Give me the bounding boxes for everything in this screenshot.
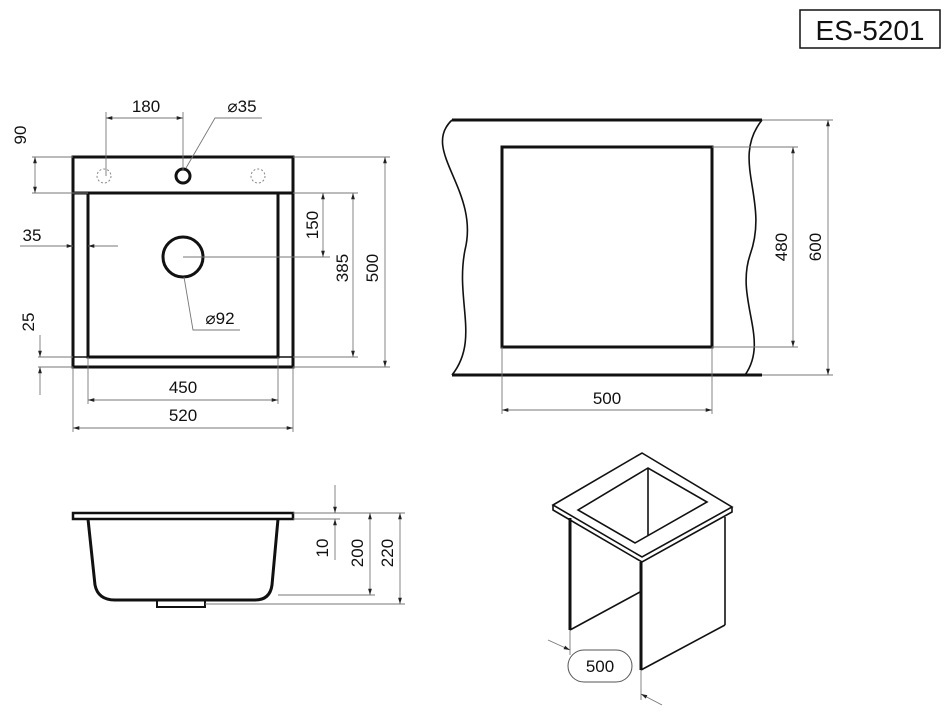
- dim-overall-width: 520: [169, 406, 197, 425]
- dim-rim-thickness: 10: [313, 539, 332, 558]
- sink-outline: [71, 155, 295, 369]
- dim-total-depth: 220: [378, 539, 397, 567]
- cutout-outline: [500, 145, 714, 349]
- dim-overall-length: 500: [363, 254, 382, 282]
- dim-counter-depth: 600: [806, 233, 825, 261]
- dim-drain-offset: 150: [303, 211, 322, 239]
- dim-cutout-width: 500: [593, 389, 621, 408]
- dim-faucet-hole: ⌀35: [227, 97, 256, 116]
- countertop-cutout-view: 480 600 500: [441, 118, 833, 414]
- dim-cutout-height: 480: [772, 233, 791, 261]
- side-section-view: 10 200 220: [71, 485, 405, 608]
- dim-rim-depth: 90: [11, 126, 30, 145]
- model-title-box: ES-5201: [799, 9, 941, 49]
- basin-outline: [86, 193, 280, 359]
- dim-front-wall: 25: [19, 313, 38, 332]
- dim-drain-diameter: ⌀92: [205, 309, 234, 328]
- cabinet-isometric-view: 500: [547, 452, 734, 706]
- dim-cabinet-width: 500: [586, 657, 614, 676]
- faucet-hole: [174, 167, 192, 185]
- top-view: 180 ⌀35 90 35 150 385 500 25 ⌀92 4: [11, 97, 390, 432]
- dim-bowl-depth: 200: [348, 539, 367, 567]
- dim-basin-length: 385: [333, 254, 352, 282]
- dim-side-wall: 35: [23, 226, 42, 245]
- dim-basin-width: 450: [169, 378, 197, 397]
- model-title: ES-5201: [816, 15, 925, 46]
- dim-faucet-spacing: 180: [132, 97, 160, 116]
